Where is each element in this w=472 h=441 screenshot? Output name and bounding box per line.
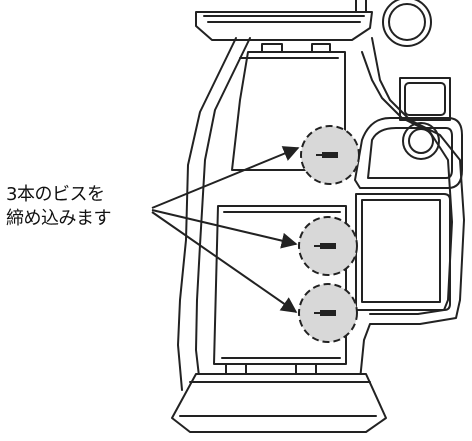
screw-highlight-1 [300,125,360,185]
screw-highlight-2 [298,216,358,276]
pointer-line-2 [151,209,298,249]
top-cap [195,0,373,41]
callout-line-1: 3本のビスを [6,184,105,205]
lower-cover [213,205,347,365]
screw-icon [316,152,338,158]
bottom-cap [171,363,387,433]
side-panel [354,117,463,189]
top-dial [382,0,432,47]
callout-text: 3本のビスを 締め込みます [6,183,166,231]
screw-highlights [298,125,360,343]
pointer-lines [151,146,300,313]
screw-icon [314,243,336,249]
screw-icon [314,310,336,316]
body-outline [177,37,237,391]
round-button [402,122,440,160]
lower-right-panel [355,193,451,311]
pointer-line-1 [151,146,300,209]
callout-line-2: 締め込みます [6,208,112,229]
screw-highlight-3 [298,283,358,343]
upper-cover [231,43,346,171]
pointer-line-3 [151,211,298,313]
display-window [404,82,446,116]
